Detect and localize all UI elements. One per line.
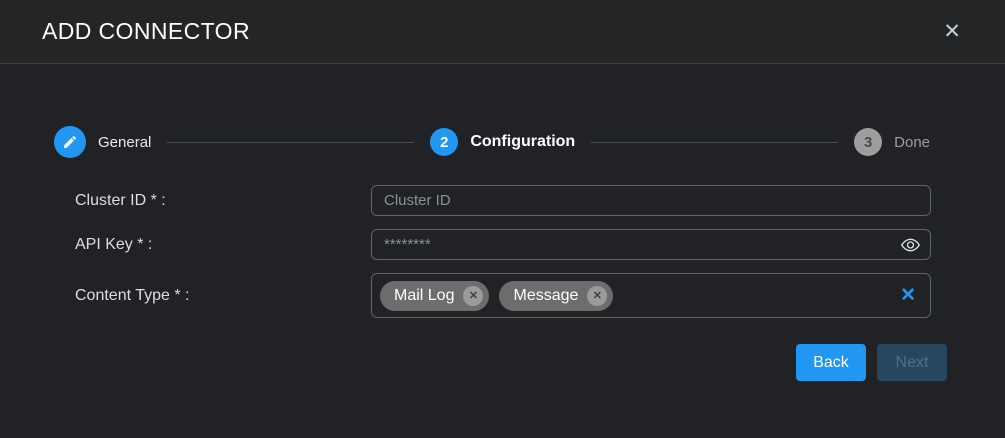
api-key-row: API Key * : bbox=[75, 229, 1005, 260]
tag-remove-icon[interactable]: ✕ bbox=[587, 285, 608, 306]
stepper-connector bbox=[591, 141, 839, 143]
modal-title: ADD CONNECTOR bbox=[42, 18, 250, 44]
modal-header: ADD CONNECTOR ✕ bbox=[0, 0, 1005, 64]
tag-mail-log: Mail Log ✕ bbox=[380, 280, 490, 311]
cluster-id-label: Cluster ID * : bbox=[75, 191, 166, 209]
api-key-label: API Key * : bbox=[75, 235, 153, 253]
step-configuration[interactable]: 2 Configuration bbox=[430, 128, 575, 156]
tag-mail-log-label: Mail Log bbox=[394, 286, 455, 304]
step-general-label: General bbox=[98, 133, 152, 151]
step-general[interactable]: General bbox=[54, 126, 151, 158]
api-key-input[interactable] bbox=[371, 229, 931, 260]
step-done: 3 Done bbox=[854, 128, 930, 156]
pencil-icon bbox=[54, 126, 86, 158]
content-type-row: Content Type * : Mail Log ✕ Message ✕ ✕ bbox=[75, 273, 1005, 318]
step-3-badge: 3 bbox=[854, 128, 883, 156]
content-type-control: Mail Log ✕ Message ✕ ✕ bbox=[371, 273, 931, 318]
stepper-connector bbox=[167, 141, 415, 143]
eye-icon[interactable] bbox=[900, 234, 921, 255]
tag-message-label: Message bbox=[513, 286, 579, 304]
step-configuration-label: Configuration bbox=[470, 133, 576, 150]
tag-remove-icon[interactable]: ✕ bbox=[463, 285, 484, 306]
tag-message: Message ✕ bbox=[499, 280, 614, 311]
configuration-form: Cluster ID * : API Key * : Content Type … bbox=[75, 185, 1005, 331]
cluster-id-input[interactable] bbox=[371, 185, 931, 216]
content-type-multiselect[interactable]: Mail Log ✕ Message ✕ ✕ bbox=[371, 273, 931, 318]
next-button[interactable]: Next bbox=[877, 344, 947, 381]
step-done-label: Done bbox=[894, 133, 931, 151]
stepper: General 2 Configuration 3 Done bbox=[54, 126, 930, 158]
step-2-badge: 2 bbox=[430, 128, 459, 156]
api-key-control bbox=[371, 229, 931, 260]
back-button[interactable]: Back bbox=[796, 344, 866, 381]
close-icon[interactable]: ✕ bbox=[943, 20, 961, 43]
clear-all-icon[interactable]: ✕ bbox=[900, 285, 916, 306]
content-type-label: Content Type * : bbox=[75, 286, 190, 304]
wizard-actions: Back Next bbox=[0, 344, 947, 381]
cluster-id-control bbox=[371, 185, 931, 216]
cluster-id-row: Cluster ID * : bbox=[75, 185, 1005, 216]
